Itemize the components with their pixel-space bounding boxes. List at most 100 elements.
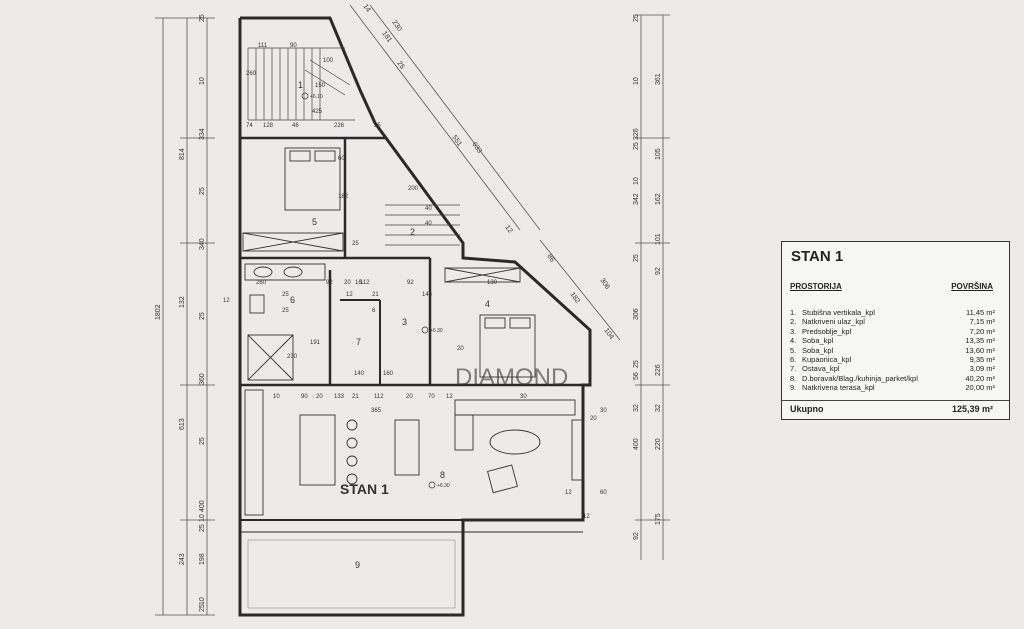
room-number-5: 5 (312, 217, 317, 227)
right-dim-b: 32 (655, 404, 662, 412)
left-dim: 360 (199, 373, 206, 385)
legend-row-number: 6. (790, 355, 797, 364)
interior-dim: 200 (408, 186, 419, 192)
diagonal-dim: 633 (470, 141, 482, 155)
right-dim-a: 25 (633, 142, 640, 150)
interior-dim: 111 (258, 43, 268, 49)
legend-row-number: 5. (790, 345, 797, 355)
interior-dim: 112 (374, 394, 384, 400)
watermark-text: DIAMOND (455, 364, 568, 391)
left-dim: 10 (199, 514, 206, 522)
interior-dim: 20 (590, 416, 597, 422)
left-dim: 25 (199, 312, 206, 320)
left-dim: 198 (199, 553, 206, 565)
interior-dim: 150 (315, 83, 326, 89)
interior-dim: 133 (334, 394, 345, 400)
legend-row-name: Predsoblje_kpl (802, 326, 852, 336)
terrace-hatch (247, 539, 456, 609)
left-dimension-lines (155, 17, 215, 616)
interior-dim: 20 (457, 346, 464, 352)
level-mark: +6.30 (437, 483, 450, 489)
interior-dim: 90 (290, 43, 297, 49)
right-dim-a: 25 (633, 360, 640, 368)
legend-total-value: 125,39 m² (951, 404, 993, 414)
interior-dim: 30 (600, 408, 607, 414)
legend-col-room: PROSTORIJA (790, 282, 842, 291)
interior-dim: 74 (246, 123, 253, 129)
legend-row-number: 3. (790, 326, 797, 336)
left-dim: 25 (199, 437, 206, 445)
interior-dim: 20 (316, 394, 323, 400)
left-group-dim: 132 (179, 296, 186, 308)
room-number-6: 6 (290, 295, 295, 305)
interior-dim: 230 (287, 354, 298, 360)
diagonal-dimension-lines (349, 4, 621, 341)
interior-dim: 21 (352, 394, 359, 400)
interior-dim: 128 (263, 123, 274, 129)
right-dim-b: 162 (655, 193, 662, 205)
legend-row-name: Ostava_kpl (802, 364, 840, 374)
legend-row-area: 9,35 m² (969, 355, 995, 364)
legend-divider (782, 400, 1009, 401)
right-dim-a: 400 (633, 438, 640, 450)
interior-dim: 130 (487, 280, 498, 286)
right-dim-b: 226 (655, 364, 662, 376)
interior-dim: 30 (520, 394, 527, 400)
legend-row-area: 13,35 m² (965, 336, 995, 346)
left-total-dim: 1802 (155, 304, 162, 320)
right-dim-a: 56 (633, 372, 640, 380)
legend-row-name: Soba_kpl (802, 336, 834, 346)
interior-dim: 60 (600, 490, 607, 496)
interior-dim: 6 (372, 308, 376, 314)
level-mark: +6.30 (430, 328, 443, 334)
legend-row-name: Natkrivena terasa_kpl (802, 383, 875, 393)
legend-row-number: 1. (790, 308, 797, 317)
right-dim-a: 32 (633, 404, 640, 412)
interior-dim: 12 (583, 514, 590, 520)
interior-dim: 12 (446, 394, 453, 400)
interior-dim: 146 (422, 292, 433, 298)
legend-row-number: 2. (790, 317, 797, 327)
room-number-4: 4 (485, 299, 490, 309)
legend-total-label: Ukupno (790, 404, 824, 414)
legend-row-area: 40,20 m² (965, 373, 995, 383)
legend-row-area: 11,45 m² (965, 308, 995, 317)
interior-dim: 260 (256, 280, 267, 286)
level-marks: +6.10 +6.30 +6.30 (301, 92, 450, 489)
diagonal-dim: 230 (390, 19, 402, 33)
interior-dim: 40 (425, 206, 432, 212)
bed-room-5 (242, 147, 344, 252)
interior-dim: 20 (344, 280, 351, 286)
right-dim-b: 220 (655, 438, 662, 450)
room-numbers: 1 2 3 4 5 6 7 8 9 (290, 80, 490, 570)
legend-row-area: 13,60 m² (965, 345, 995, 355)
right-dim-a: 10 (633, 77, 640, 85)
left-dim: 340 (199, 238, 206, 250)
right-dim-a: 342 (633, 193, 640, 205)
right-dim-a: 92 (633, 532, 640, 540)
right-dim-b: 101 (655, 233, 662, 245)
interior-dim: 140 (354, 371, 365, 377)
legend-row-name: Natkriveni ulaz_kpl (802, 317, 865, 327)
legend-col-area: POVRŠINA (951, 282, 993, 291)
interior-dim: 365 (371, 408, 382, 414)
legend-row-name: D.boravak/Blag./kuhinja_parket/kpl (802, 373, 918, 383)
diagonal-dim: 86 (545, 253, 555, 263)
left-dim: 10 (199, 77, 206, 85)
room-number-1: 1 (298, 80, 303, 90)
legend-row-number: 9. (790, 383, 797, 393)
bed-room-4 (444, 267, 536, 378)
left-dim: 25 (199, 604, 206, 612)
room-number-2: 2 (410, 227, 415, 237)
right-dim-b: 175 (655, 513, 662, 525)
level-mark: +6.10 (310, 94, 323, 100)
